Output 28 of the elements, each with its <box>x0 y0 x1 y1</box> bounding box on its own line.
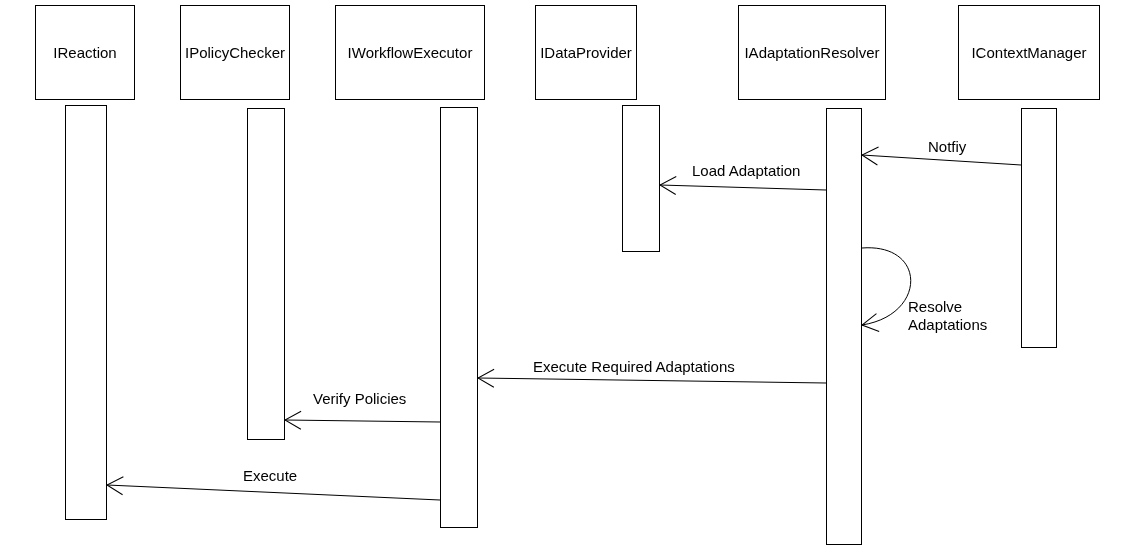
activation-bar <box>826 108 862 545</box>
activation-bar <box>1021 108 1057 348</box>
lifeline-name: IReaction <box>53 44 117 61</box>
lifeline-box <box>335 5 485 100</box>
message-arrow <box>861 146 1022 166</box>
message-arrow <box>659 176 827 195</box>
lifeline-name: IPolicyChecker <box>184 44 285 61</box>
lifeline-box <box>738 5 886 100</box>
message-label: Notfiy <box>928 138 967 156</box>
activation-bar <box>247 108 285 440</box>
lifeline-box <box>958 5 1100 100</box>
lifeline-name: IDataProvider <box>540 44 632 61</box>
lifeline-box <box>180 5 290 100</box>
lifeline-box <box>35 5 135 100</box>
self-message-arrow <box>861 247 912 331</box>
message-arrow <box>106 476 441 501</box>
activation-bar <box>622 105 660 252</box>
activation-bar <box>65 105 107 520</box>
message-label: Execute Required Adaptations <box>533 358 735 376</box>
message-arrow <box>477 368 827 388</box>
message-arrow <box>284 410 441 430</box>
lifeline-name: IWorkflowExecutor <box>347 44 473 61</box>
lifeline-name: IContextManager <box>971 44 1087 61</box>
activation-bar <box>440 107 478 528</box>
lifeline-name: IAdaptationResolver <box>744 44 880 61</box>
message-label: Verify Policies <box>313 390 407 408</box>
message-label: Load Adaptation <box>692 162 801 180</box>
lifeline-box <box>535 5 637 100</box>
